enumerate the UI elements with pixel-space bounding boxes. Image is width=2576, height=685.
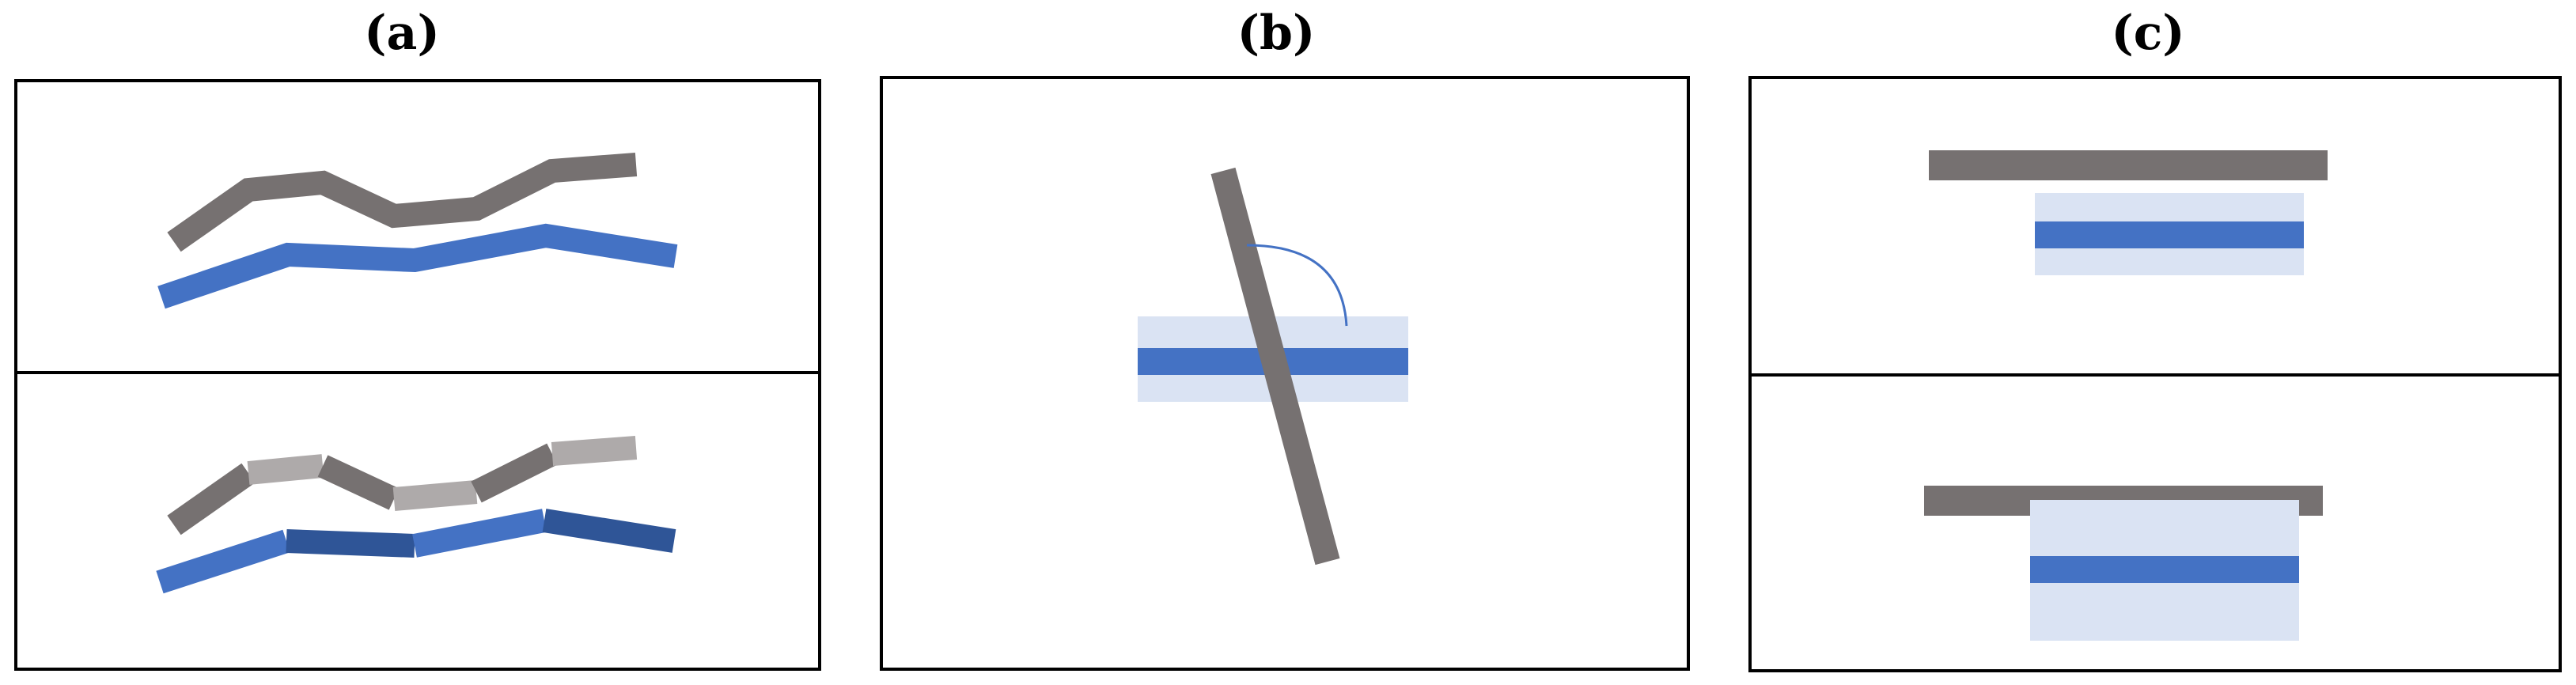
gray-chain-top — [167, 153, 638, 252]
panel-b-box — [880, 76, 1690, 671]
tilted-rod — [1210, 167, 1340, 566]
rod-top — [1929, 150, 2328, 180]
membrane-core-bottom — [2030, 556, 2299, 583]
panel-a-divider — [14, 371, 821, 374]
panel-label-a: (a) — [364, 6, 440, 61]
angle-arc — [1246, 244, 1348, 327]
panel-a-box — [14, 79, 821, 671]
panel-c-diagram — [1924, 150, 2328, 641]
panel-c-box — [1748, 76, 2562, 672]
blue-chain-bottom — [156, 509, 676, 594]
panel-label-b: (b) — [1237, 6, 1316, 61]
panel-c-divider — [1748, 373, 2562, 377]
panel-label-c: (c) — [2111, 6, 2185, 61]
gray-chain-bottom — [167, 436, 638, 536]
panel-a-diagram — [156, 153, 678, 594]
blue-chain-top — [157, 223, 678, 309]
membrane-core-top — [2035, 221, 2304, 248]
panel-b-diagram — [1138, 167, 1408, 566]
